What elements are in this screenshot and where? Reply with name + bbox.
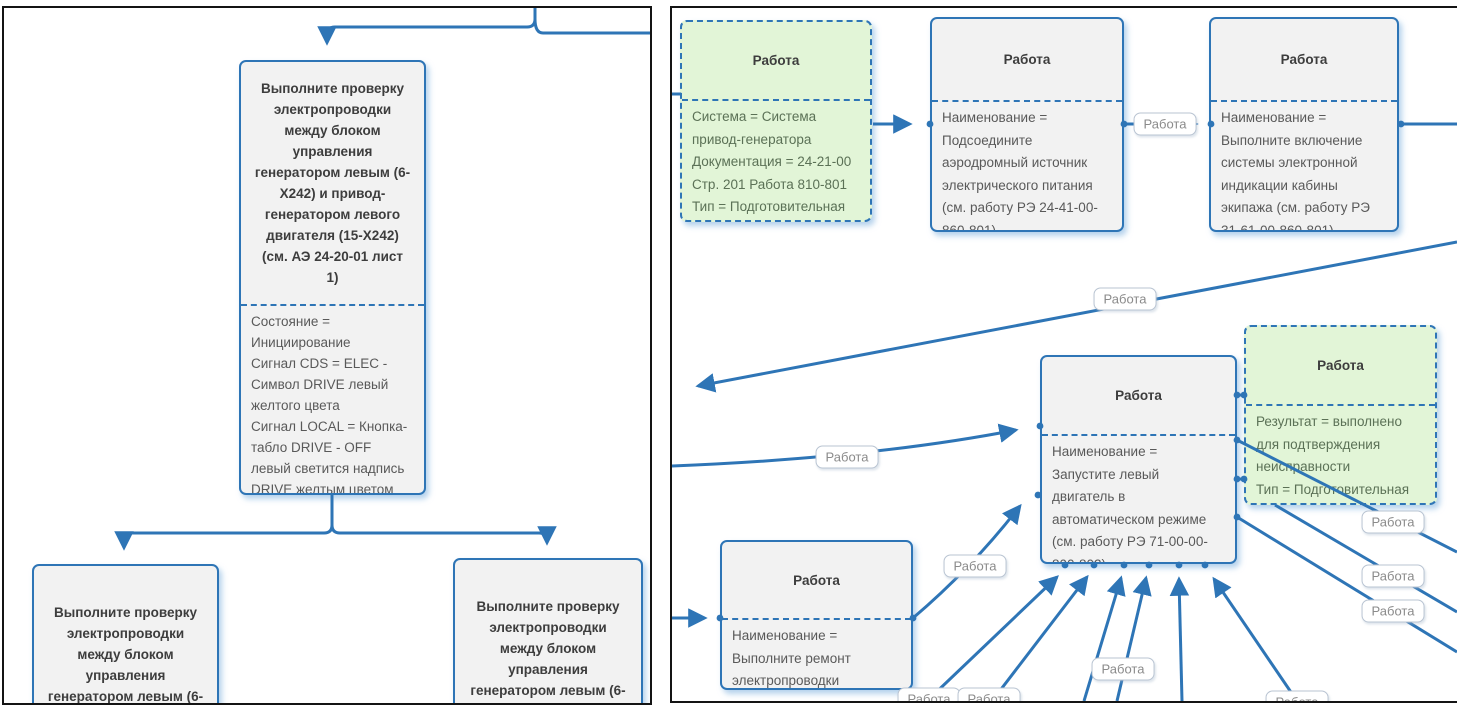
node-body: Наименование = Выполните включение систе… [1221, 110, 1370, 230]
node-title: Работа [1042, 357, 1235, 436]
edge-label-work[interactable]: Работа [1133, 112, 1197, 136]
edge-label-work[interactable]: Работа [1093, 287, 1157, 311]
node-title: Работа [932, 19, 1122, 102]
node-work-prep[interactable]: Работа Система = Система привод-генерато… [680, 20, 872, 222]
edge-label-work[interactable]: Работа [897, 687, 961, 701]
node-work-repair-wiring[interactable]: Работа Наименование = Выполните ремонт э… [720, 540, 913, 690]
node-body: Система = Система привод-генератора Доку… [692, 109, 852, 214]
edge-label-work[interactable]: Работа [1361, 564, 1425, 588]
edge-label-work[interactable]: Работа [943, 554, 1007, 578]
edge-label-work[interactable]: Работа [957, 687, 1021, 701]
node-work-connect-power[interactable]: Работа Наименование = Подсоедините аэрод… [930, 17, 1124, 232]
node-body: Наименование = Подсоедините аэродромный … [942, 110, 1098, 230]
left-flowchart-panel: Выполните проверку электропроводки между… [2, 6, 652, 705]
node-title: Работа [1211, 19, 1397, 102]
right-graph-panel: Работа Система = Система привод-генерато… [670, 6, 1457, 703]
node-work-enable-efis[interactable]: Работа Наименование = Выполните включени… [1209, 17, 1399, 232]
node-title: Выполните проверку электропроводки между… [47, 605, 204, 704]
node-body: Состояние = Инициирование Сигнал CDS = E… [251, 314, 408, 493]
edge-label-work[interactable]: Работа [1361, 510, 1425, 534]
node-title: Выполните проверку электропроводки между… [241, 62, 424, 306]
edge-label-work[interactable]: Работа [1265, 690, 1329, 701]
edge-label-work[interactable]: Работа [815, 445, 879, 469]
node-title: Работа [682, 22, 870, 101]
node-work-result[interactable]: Работа Результат = выполнено для подтвер… [1244, 325, 1437, 505]
node-body: Наименование = Запустите левый двигатель… [1052, 444, 1208, 562]
node-title: Работа [1246, 327, 1435, 406]
node-wiring-check-left[interactable]: Выполните проверку электропроводки между… [32, 564, 219, 704]
node-work-start-engine[interactable]: Работа Наименование = Запустите левый дв… [1040, 355, 1237, 564]
node-wiring-check-right[interactable]: Выполните проверку электропроводки между… [453, 558, 643, 703]
edge-label-work[interactable]: Работа [1091, 657, 1155, 681]
node-body: Результат = выполнено для подтверждения … [1256, 414, 1410, 497]
node-title: Выполните проверку электропроводки между… [470, 599, 626, 698]
node-body: Наименование = Выполните ремонт электроп… [732, 628, 851, 688]
node-title: Работа [722, 542, 911, 620]
edge-label-work[interactable]: Работа [1361, 599, 1425, 623]
node-wiring-check-main[interactable]: Выполните проверку электропроводки между… [239, 60, 426, 495]
